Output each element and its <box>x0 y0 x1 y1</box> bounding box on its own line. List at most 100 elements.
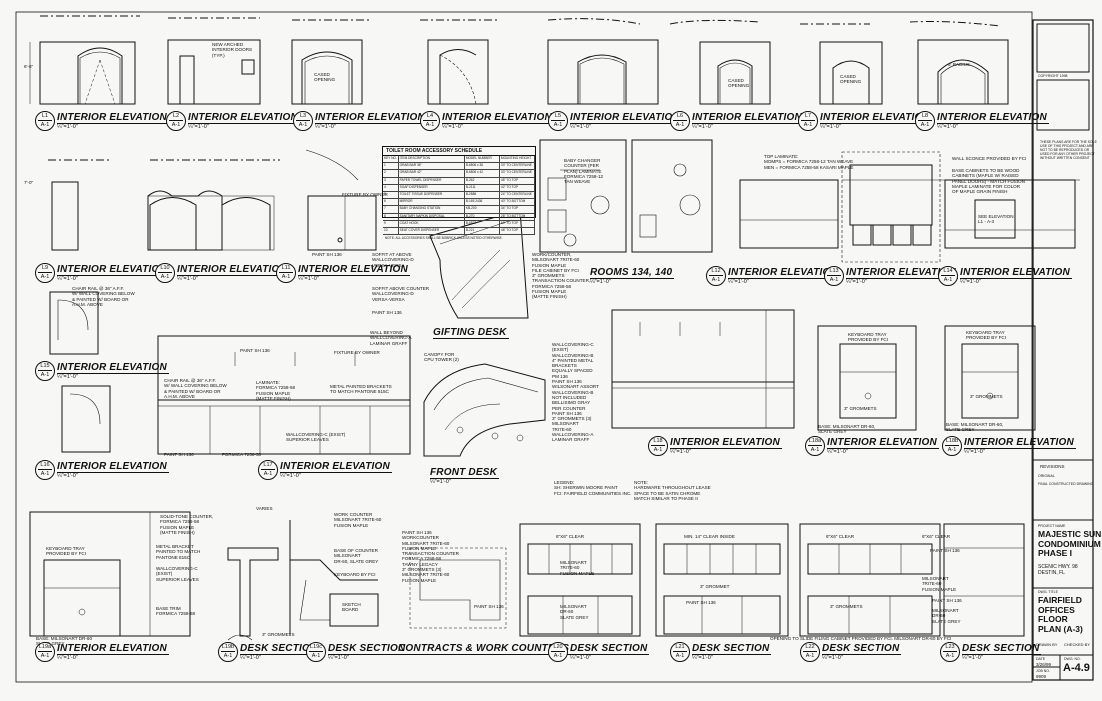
note: PAINT SH 136 WORKCOUNTER MILSONART 7RI7E… <box>402 530 459 583</box>
revisions-label: REVISIONS <box>1040 464 1065 469</box>
date: 3/26/99 <box>1036 662 1052 667</box>
note: METAL PAINTED BRACKETS TO MATCH PANTONE … <box>330 384 392 395</box>
detail-number: L14 <box>941 267 955 276</box>
detail-number: L4 <box>423 112 437 121</box>
elevation-scale: ¼"=1'-0" <box>177 276 198 282</box>
note: 3" GROMMETS <box>844 406 877 411</box>
schedule-cell: GRAB BAR 36" <box>399 163 465 170</box>
elevation-scale: ¼"=1'-0" <box>827 449 848 455</box>
note: BASE: MILSONART DR-60, SLATE GREY <box>946 422 1004 433</box>
elevation-scale: ¼"=1'-0" <box>846 279 867 285</box>
detail-sheet: A-1 <box>553 653 563 659</box>
elevation-title: INTERIOR ELEVATION <box>670 437 782 449</box>
note: CASED OPENING <box>728 78 750 89</box>
job-number: 9909 <box>1036 674 1047 679</box>
detail-sheet: A-1 <box>223 653 233 659</box>
elevation-scale: ¼"=1'-0" <box>820 124 841 130</box>
note: OPENING TO SLIDE FILING CABINET PROVIDED… <box>770 636 952 641</box>
note: BASE CABINETS TO BE WOOD CABINETS (MAPLE… <box>952 168 1025 195</box>
note: NEW ARCHED INTERIOR DOORS (TYP.) <box>212 42 253 58</box>
elevation-title: INTERIOR ELEVATION <box>188 112 300 124</box>
elevation-title: INTERIOR ELEVATION <box>728 267 840 279</box>
job-label: JOB No. <box>1036 669 1051 673</box>
section-title: DESK SECTION <box>328 643 408 655</box>
schedule-header: KEY NO. <box>383 156 399 163</box>
detail-sheet: A-1 <box>675 653 685 659</box>
note: KEYBOARD BY FCI <box>334 572 376 577</box>
schedule-cell: 40" TO BOTTOM <box>500 199 535 206</box>
drawn-by: DRAWN BY <box>1036 642 1058 647</box>
schedule-title: TOILET ROOM ACCESSORY SCHEDULE <box>383 147 535 156</box>
note: CASED OPENING <box>314 72 336 83</box>
detail-number: L19a <box>38 644 52 652</box>
dimension-label: 6'-6" <box>24 64 34 69</box>
revision-row: FINAL CONSTRUCTED DRAWING <box>1038 482 1094 486</box>
note: METAL BRACKET PAINTED TO MATCH PANTONE 8… <box>156 544 201 560</box>
note: CHAIR RAIL @ 36" A.F.F. W/ WALL COVERING… <box>164 378 227 399</box>
elevation-scale: ¼"=1'-0" <box>57 374 78 380</box>
elevation-title: INTERIOR ELEVATION <box>57 112 169 124</box>
note: KEYBOARD TRAY PROVIDED BY FCI <box>966 330 1006 341</box>
note: 3" GROMMETS <box>830 604 863 609</box>
schedule-cell: SANITARY NAPKIN DISPOSAL <box>399 213 465 220</box>
note: WALL BEYOND WALLCOVERING-A LAMINAR GRAFF <box>370 330 412 346</box>
elevation-scale: ¼"=1'-0" <box>728 279 749 285</box>
schedule-cell: BABY CHANGING STATION <box>399 206 465 213</box>
detail-sheet: A-1 <box>40 653 50 659</box>
elevation-title: INTERIOR ELEVATION <box>964 437 1076 449</box>
note: MILSONART DR-60 SLATE GREY <box>560 604 589 620</box>
copyright: COPYRIGHT 1998 <box>1038 74 1068 78</box>
detail-number: L8 <box>918 112 932 121</box>
note: PAINT SH 136 <box>240 348 270 353</box>
schedule-cell: PAPER TOWEL DISPENSER <box>399 177 465 184</box>
plan-title: ROOMS 134, 140 <box>590 267 675 279</box>
section-scale: ¼"=1'-0" <box>328 655 349 661</box>
elevation-scale: ¼"=1'-0" <box>670 449 691 455</box>
note: 6"x6" CLEAR <box>922 534 951 539</box>
schedule-cell: 28" TO BOTTOM <box>500 213 535 220</box>
elevation-title: INTERIOR ELEVATION <box>692 112 804 124</box>
schedule-footnote: NOTE: ALL ACCESSORIES SHALL BE BOBRICK U… <box>385 236 503 241</box>
elevation-scale: ¼"=1'-0" <box>298 276 319 282</box>
elevation-scale: ¼"=1'-0" <box>57 276 78 282</box>
note: CHAIR RAIL @ 36" A.F.F. W/ WALL COVERING… <box>72 286 135 307</box>
plan-scale: ¼"=1'-0" <box>430 479 451 485</box>
elevation-scale: ¼"=1'-0" <box>315 124 336 130</box>
elevation-scale: ¼"=1'-0" <box>570 124 591 130</box>
detail-sheet: A-1 <box>425 122 435 128</box>
drawing-title: FAIRFIELD OFFICES FLOOR PLAN (A-3) <box>1038 595 1083 634</box>
elevation-title: INTERIOR ELEVATION <box>937 112 1049 124</box>
schedule-cell: SOAP DISPENSER <box>399 184 465 191</box>
schedule-cell: B-6827 <box>465 220 500 227</box>
elevation-title: INTERIOR ELEVATION <box>442 112 554 124</box>
schedule-cell: 48" TO TOP <box>500 227 535 235</box>
note: MILSONART 7RI7E-60 FUSION MAPLE <box>922 576 957 592</box>
note: WORK/COUNTER, MILSONART 7RI7E-60 FUSION … <box>532 252 591 300</box>
plan-title: GIFTING DESK <box>433 327 509 339</box>
schedule-cell: B-6806 x 36 <box>465 163 500 170</box>
detail-sheet: A-1 <box>945 653 955 659</box>
project-name: MAJESTIC SUN CONDOMINIUM PHASE I <box>1038 529 1102 558</box>
schedule-header: ITEM DESCRIPTION <box>399 156 465 163</box>
schedule-cell: B-270 <box>465 213 500 220</box>
accessory-schedule: TOILET ROOM ACCESSORY SCHEDULE KEY NO. I… <box>382 146 536 240</box>
schedule-cell: 33" TO CENTERLINE <box>500 170 535 177</box>
section-title: DESK SECTION <box>692 643 772 655</box>
detail-number: L2 <box>169 112 183 121</box>
schedule-cell: B-221 <box>465 227 500 235</box>
note: 6"x6" CLEAR <box>826 534 855 539</box>
detail-number: L18b <box>945 438 959 446</box>
